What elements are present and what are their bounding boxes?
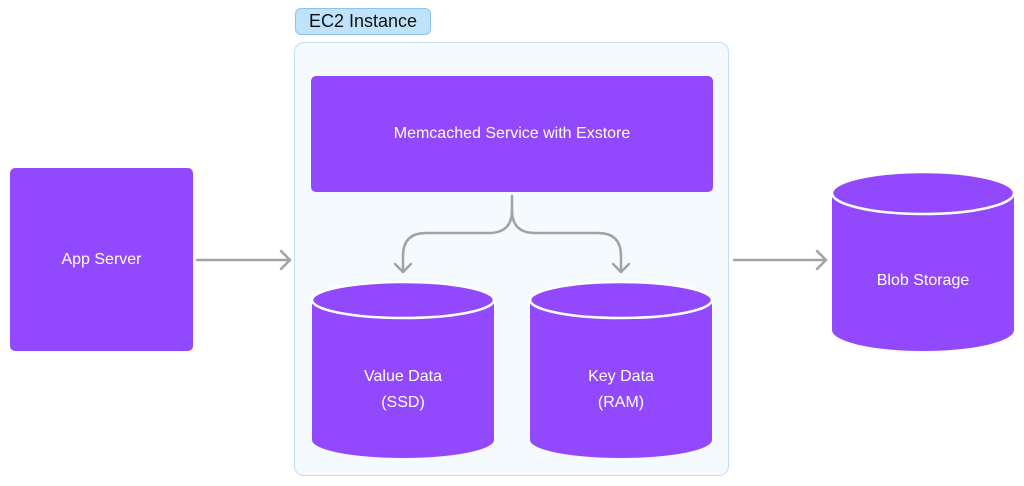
value-data-label: Value Data (SSD) <box>312 364 494 416</box>
key-data-title: Key Data <box>588 368 654 385</box>
ec2-instance-label: EC2 Instance <box>295 8 431 35</box>
app-server-node <box>10 168 193 351</box>
value-data-cylinder <box>310 280 496 458</box>
ec2-to-blob-arrow <box>732 249 828 271</box>
blob-storage-cylinder <box>830 170 1016 351</box>
memcached-split-arrows <box>393 194 631 274</box>
key-data-label: Key Data (RAM) <box>530 364 712 416</box>
key-data-subtitle: (RAM) <box>597 394 645 411</box>
value-data-subtitle: (SSD) <box>381 394 425 411</box>
blob-storage-label: Blob Storage <box>876 272 970 289</box>
app-server-label: App Server <box>61 251 142 268</box>
key-data-cylinder <box>528 280 714 458</box>
value-data-title: Value Data <box>364 368 442 385</box>
app-to-ec2-arrow <box>195 249 292 271</box>
memcached-service-node <box>311 76 713 192</box>
memcached-service-label: Memcached Service with Exstore <box>393 125 631 142</box>
